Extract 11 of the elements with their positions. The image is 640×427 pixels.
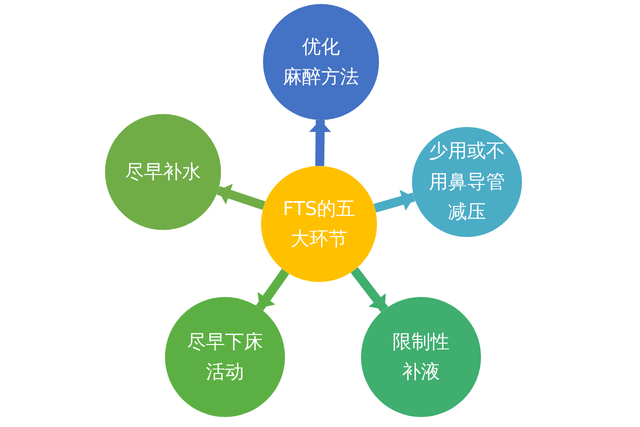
arrow	[350, 267, 388, 312]
node-label: 限制性补液	[392, 330, 450, 385]
arrow	[374, 190, 416, 212]
node-label: 尽早补水	[124, 160, 202, 185]
arrow	[309, 120, 332, 166]
arrow	[216, 184, 266, 210]
node-label: 优化麻醉方法	[282, 34, 360, 90]
node-label: FTS的五大环节	[282, 196, 356, 252]
arrow	[256, 268, 290, 311]
node-label: 尽早下床活动	[186, 330, 264, 385]
node-label: 少用或不用鼻导管减压	[428, 139, 506, 226]
